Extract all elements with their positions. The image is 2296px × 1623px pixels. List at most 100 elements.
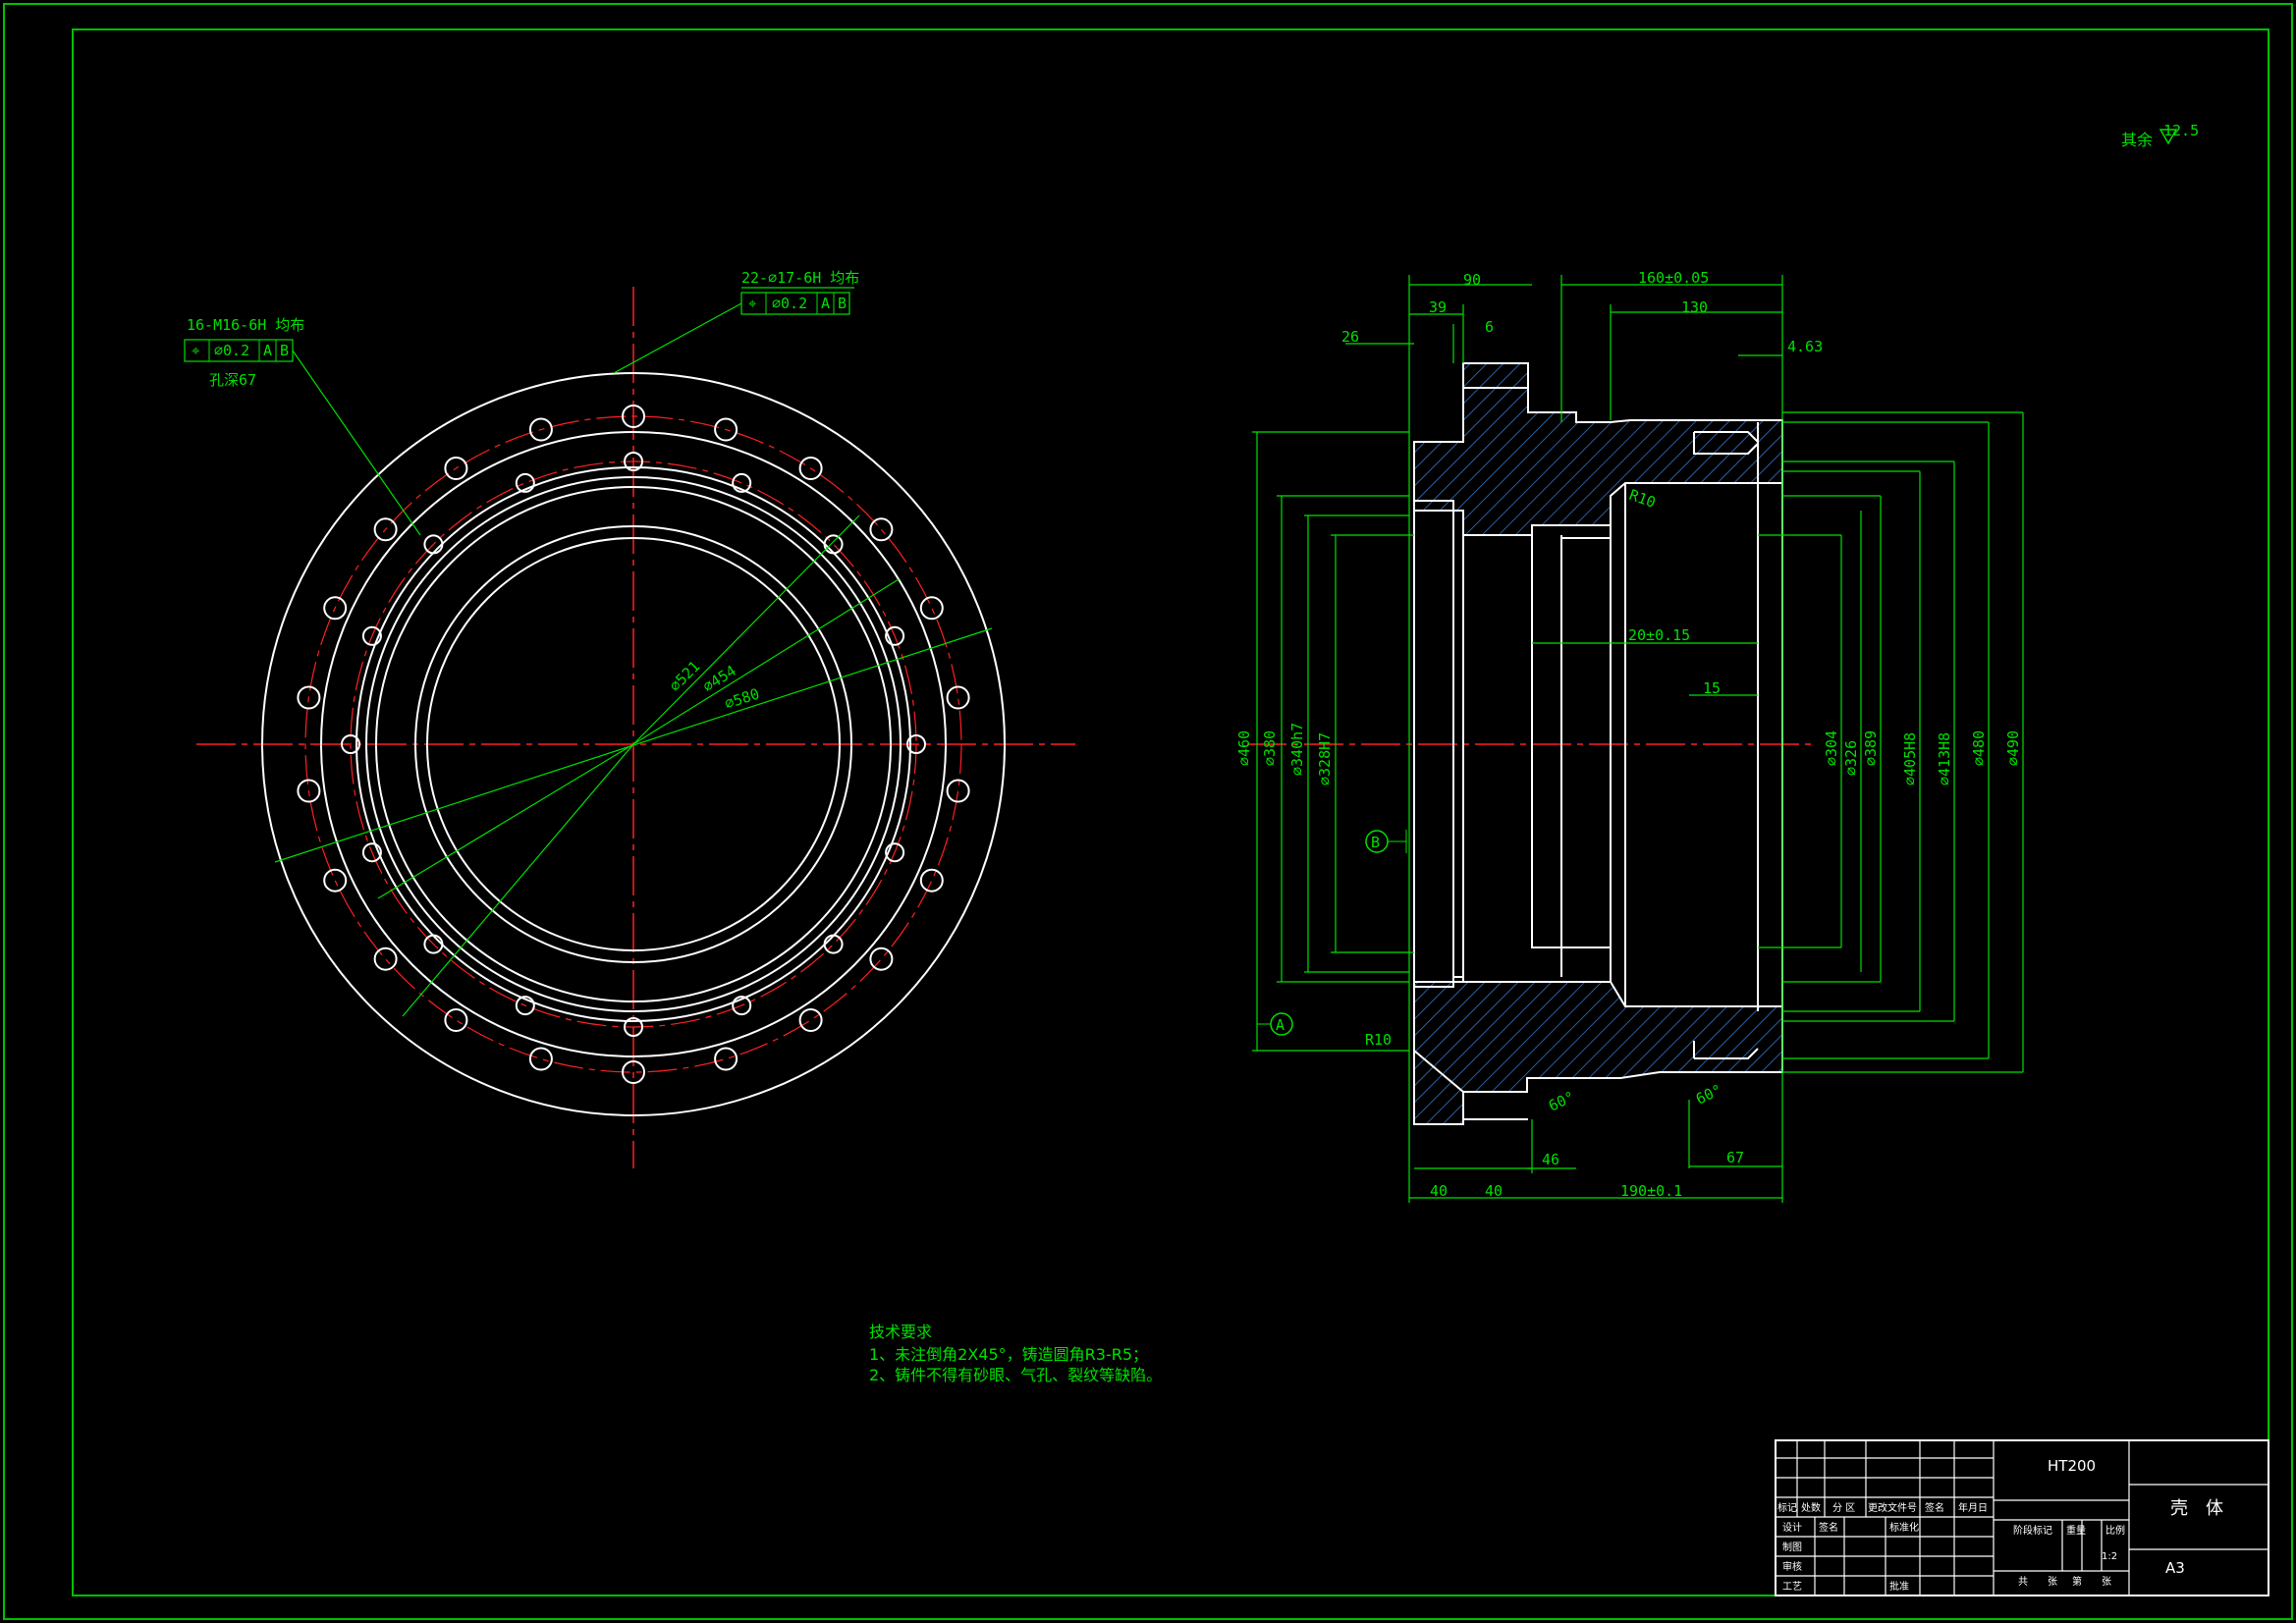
technical-requirements: 技术要求 1、未注倒角2X45°，铸造圆角R3-R5； 2、铸件不得有砂眼、气孔… <box>869 1323 1162 1384</box>
through-hole <box>869 947 894 971</box>
dim-67: 67 <box>1726 1149 1744 1166</box>
callout-through-holes: 22-∅17-6H 均布 ⌖ ∅0.2 A B <box>613 269 859 374</box>
tapped-hole-pattern <box>341 452 926 1037</box>
tb-header-4: 签名 <box>1925 1501 1944 1514</box>
through-hole <box>444 1008 468 1032</box>
through-hole <box>714 1047 738 1071</box>
tb-header-3: 更改文件号 <box>1868 1501 1917 1514</box>
tb-role-1: 制图 <box>1782 1541 1802 1553</box>
svg-text:B: B <box>1371 834 1380 851</box>
through-hole <box>919 596 944 621</box>
dim-60-left: 60° <box>1546 1088 1577 1115</box>
tb-material: HT200 <box>2048 1457 2096 1475</box>
through-hole <box>622 405 645 428</box>
through-hole <box>714 417 738 442</box>
dim-line-d580 <box>274 627 993 863</box>
tech-req-title: 技术要求 <box>869 1323 932 1341</box>
dim-190: 190±0.1 <box>1620 1182 1682 1200</box>
tapped-hole <box>624 452 643 471</box>
tapped-hole <box>906 734 926 754</box>
tb-sheet-1: 张 <box>2048 1576 2057 1588</box>
bore-edge-5 <box>426 537 841 951</box>
svg-text:⌖: ⌖ <box>191 342 200 359</box>
dim-6: 6 <box>1485 318 1494 336</box>
tb-sheet-2: 第 <box>2072 1575 2082 1588</box>
tb-approval-0: 阶段标记 <box>2013 1524 2052 1537</box>
dim-line-d454b <box>377 743 634 899</box>
bore-edge-2 <box>365 476 902 1012</box>
dim-160: 160±0.05 <box>1638 269 1709 287</box>
dim-d460: ∅460 <box>1235 730 1253 766</box>
dim-20: 20±0.15 <box>1628 626 1690 644</box>
tapped-hole <box>624 1017 643 1037</box>
tb-mark-2: 批准 <box>1889 1580 1909 1593</box>
dim-60-right: 60° <box>1693 1081 1724 1109</box>
dim-39: 39 <box>1429 298 1447 316</box>
svg-text:∅0.2: ∅0.2 <box>772 295 807 312</box>
tb-scale: 1:2 <box>2102 1551 2117 1562</box>
through-hole-pattern <box>297 405 970 1084</box>
tapped-hole <box>361 625 382 646</box>
tapped-hole <box>515 996 535 1016</box>
dim-line-d521b <box>402 743 634 1017</box>
tapped-hole <box>341 734 360 754</box>
dim-40a: 40 <box>1430 1182 1448 1200</box>
dim-d328: ∅328H7 <box>1316 732 1334 785</box>
through-hole <box>946 685 970 710</box>
dim-d326: ∅326 <box>1842 740 1860 776</box>
tb-header-1: 处数 <box>1801 1501 1821 1514</box>
through-hole <box>919 868 944 893</box>
svg-text:B: B <box>838 295 847 312</box>
dim-d389: ∅389 <box>1862 730 1880 766</box>
svg-text:孔深67: 孔深67 <box>209 371 256 389</box>
section-view: 90 39 6 26 160±0.05 130 4.63 40 40 46 19… <box>1235 269 2024 1203</box>
tb-sheet-0: 共 <box>2018 1576 2028 1588</box>
through-hole <box>798 457 823 480</box>
section-dimension-lines <box>1252 275 2024 1203</box>
through-hole <box>373 947 398 971</box>
through-hole <box>373 517 398 542</box>
tapped-hole <box>732 472 752 493</box>
dim-d380: ∅380 <box>1261 730 1279 766</box>
through-hole <box>323 868 348 893</box>
sheet-border-outer <box>3 3 2293 1620</box>
tech-req-item-2: 2、铸件不得有砂眼、气孔、裂纹等缺陷。 <box>869 1366 1162 1384</box>
through-hole <box>798 1008 823 1032</box>
through-hole <box>528 1047 553 1071</box>
tb-mark-0: 签名 <box>1819 1521 1838 1534</box>
tapped-hole <box>823 934 844 954</box>
svg-text:22-∅17-6H 均布: 22-∅17-6H 均布 <box>741 269 859 287</box>
svg-text:B: B <box>280 342 289 359</box>
through-hole <box>297 685 321 710</box>
datum-a: A <box>1257 1012 1293 1036</box>
through-hole <box>444 457 468 480</box>
dim-15: 15 <box>1703 679 1721 697</box>
tb-sheet-size: A3 <box>2165 1559 2185 1577</box>
dim-d490: ∅490 <box>2004 730 2022 766</box>
through-hole <box>297 779 321 803</box>
flange-outer-edge <box>261 372 1006 1116</box>
dim-r10-lower: R10 <box>1365 1031 1392 1049</box>
svg-text:12.5: 12.5 <box>2163 122 2199 139</box>
dim-d340: ∅340h7 <box>1288 723 1306 776</box>
svg-text:A: A <box>263 342 272 359</box>
tb-header-5: 年月日 <box>1958 1501 1988 1514</box>
dim-40b: 40 <box>1485 1182 1503 1200</box>
dim-line-d521 <box>632 514 860 745</box>
tapped-hole <box>423 934 444 954</box>
tb-header-2: 分 区 <box>1832 1502 1855 1514</box>
label-d521: ∅521 <box>666 658 703 695</box>
tapped-hole <box>515 472 535 493</box>
tapped-hole <box>361 842 382 863</box>
tb-approval-2: 比例 <box>2105 1524 2125 1537</box>
front-view: ∅521 ∅454 ∅580 22-∅17-6H 均布 ⌖ ∅0.2 A B 1… <box>184 269 1075 1168</box>
dim-4-63: 4.63 <box>1787 338 1823 355</box>
dim-26: 26 <box>1341 328 1359 346</box>
tb-role-2: 审核 <box>1782 1560 1802 1573</box>
upper-wall-section <box>1413 362 1783 536</box>
tapped-hole <box>423 534 444 555</box>
svg-text:其余: 其余 <box>2121 131 2153 149</box>
svg-text:∅0.2: ∅0.2 <box>214 342 249 359</box>
tb-sheet-3: 张 <box>2102 1576 2111 1588</box>
